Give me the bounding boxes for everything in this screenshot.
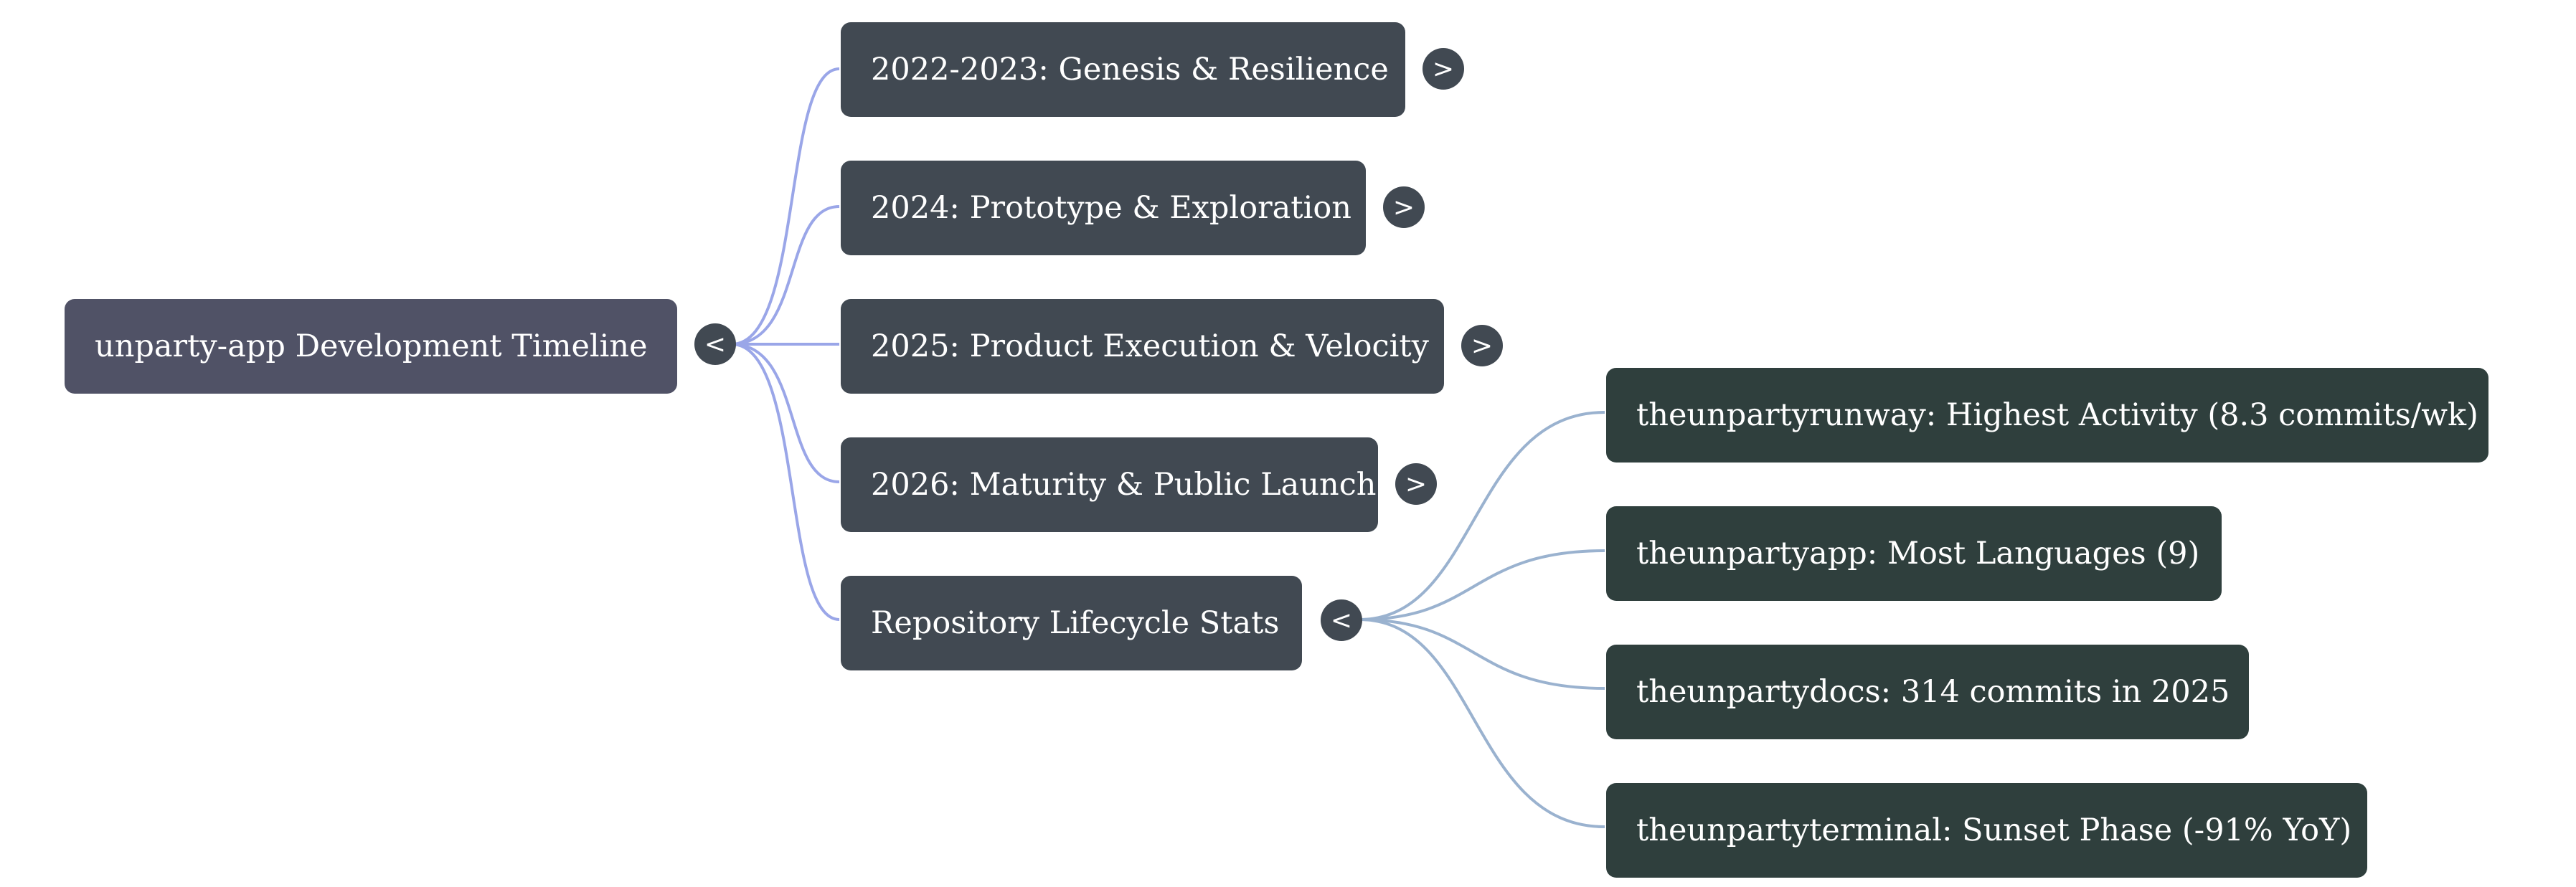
link-stats-to-leaf-0 [1359, 411, 1605, 621]
link-root-to-branch-4 [731, 343, 840, 621]
branch-node-2022-2023[interactable]: 2022-2023: Genesis & Resilience [841, 22, 1405, 117]
leaf-node-theunpartydocs[interactable]: theunpartydocs: 314 commits in 2025 [1606, 645, 2249, 739]
root-node-label: unparty-app Development Timeline [95, 328, 648, 364]
branch-node-label: 2022-2023: Genesis & Resilience [871, 52, 1389, 87]
branch-expand-toggle-2022-2023[interactable]: > [1423, 48, 1464, 90]
branch-node-label: Repository Lifecycle Stats [871, 605, 1280, 641]
link-stats-to-leaf-1 [1359, 549, 1605, 621]
leaf-node-theunpartyterminal[interactable]: theunpartyterminal: Sunset Phase (-91% Y… [1606, 783, 2367, 878]
link-stats-to-leaf-3 [1359, 618, 1605, 828]
leaf-node-label: theunpartyrunway: Highest Activity (8.3 … [1636, 397, 2478, 433]
leaf-node-label: theunpartyapp: Most Languages (9) [1636, 536, 2200, 571]
leaf-node-theunpartyapp[interactable]: theunpartyapp: Most Languages (9) [1606, 506, 2222, 601]
branch-node-2026[interactable]: 2026: Maturity & Public Launch [841, 437, 1378, 532]
branch-expand-toggle-2026[interactable]: > [1395, 463, 1437, 505]
leaf-node-theunpartyrunway[interactable]: theunpartyrunway: Highest Activity (8.3 … [1606, 368, 2488, 463]
branch-node-label: 2024: Prototype & Exploration [871, 190, 1351, 226]
branch-node-repository-stats[interactable]: Repository Lifecycle Stats [841, 576, 1302, 670]
branch-node-label: 2026: Maturity & Public Launch [871, 467, 1377, 503]
leaf-node-label: theunpartyterminal: Sunset Phase (-91% Y… [1636, 812, 2352, 848]
branch-expand-toggle-2024[interactable]: > [1383, 186, 1425, 228]
link-root-to-branch-3 [731, 343, 840, 483]
root-collapse-toggle[interactable]: < [694, 323, 736, 365]
leaf-node-label: theunpartydocs: 314 commits in 2025 [1636, 674, 2230, 710]
branch-collapse-toggle-repository-stats[interactable]: < [1321, 599, 1362, 641]
link-root-to-branch-0 [731, 67, 840, 346]
branch-node-2025[interactable]: 2025: Product Execution & Velocity [841, 299, 1444, 394]
branch-node-label: 2025: Product Execution & Velocity [871, 328, 1429, 364]
branch-expand-toggle-2025[interactable]: > [1461, 325, 1503, 366]
link-root-to-branch-1 [731, 205, 840, 346]
root-node[interactable]: unparty-app Development Timeline [65, 299, 677, 394]
link-stats-to-leaf-2 [1359, 618, 1605, 690]
branch-node-2024[interactable]: 2024: Prototype & Exploration [841, 161, 1366, 255]
